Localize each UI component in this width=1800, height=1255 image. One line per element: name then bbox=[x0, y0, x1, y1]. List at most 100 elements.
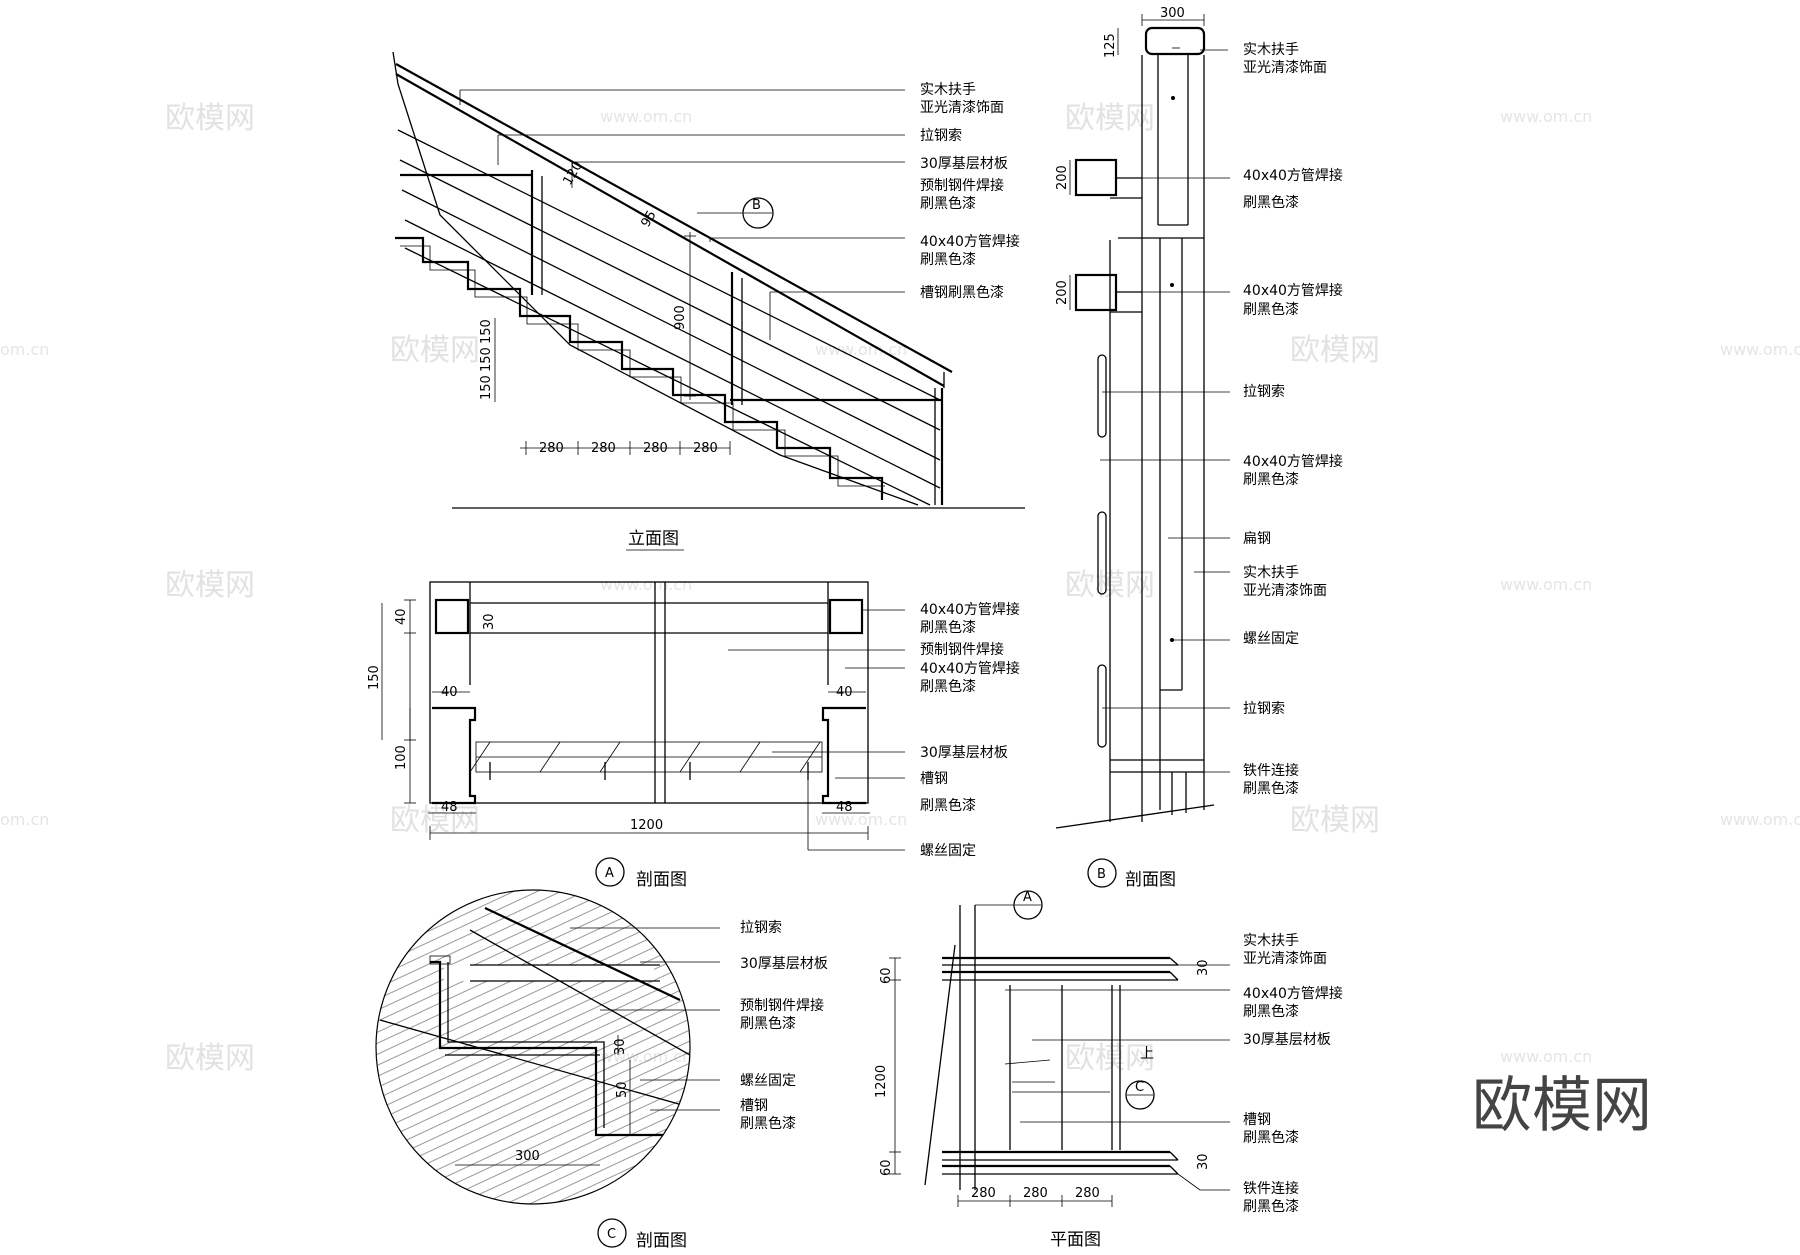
secB-label-paint: 刷黑色漆 bbox=[1243, 301, 1299, 318]
elev-label-handrail: 实木扶手 bbox=[920, 82, 976, 98]
plan-label-tube: 40x40方管焊接 bbox=[1243, 985, 1343, 1002]
dim-text: 280 bbox=[1075, 1186, 1100, 1201]
plan-label-paint: 刷黑色漆 bbox=[1243, 1198, 1299, 1215]
dim-text: 125 bbox=[1103, 33, 1118, 58]
secB-label-paint: 刷黑色漆 bbox=[1243, 471, 1299, 488]
secB-label-iron: 铁件连接 bbox=[1243, 762, 1299, 779]
secA-label-board: 30厚基层材板 bbox=[920, 744, 1008, 761]
dim-text: 95 bbox=[638, 208, 659, 230]
secA-label-precast: 预制钢件焊接 bbox=[920, 641, 1004, 658]
dim-text: 48 bbox=[836, 800, 853, 815]
elev-label-cable: 拉钢索 bbox=[920, 127, 962, 144]
plan-label-finish: 亚光清漆饰面 bbox=[1243, 951, 1327, 967]
dim-text: 30 bbox=[482, 613, 497, 630]
section-a-drawing: 40 30 150 100 40 40 48 48 1200 40x40方管焊接… bbox=[367, 581, 1020, 890]
dim-text: 50 bbox=[615, 1081, 630, 1098]
secA-label-screw: 螺丝固定 bbox=[920, 843, 976, 859]
secA-label-paint: 刷黑色漆 bbox=[920, 678, 976, 695]
secC-label-screw: 螺丝固定 bbox=[740, 1073, 796, 1089]
elev-label-paint: 刷黑色漆 bbox=[920, 195, 976, 212]
secA-label-tube: 40x40方管焊接 bbox=[920, 601, 1020, 618]
watermark-brand: 欧模网 bbox=[1290, 803, 1380, 838]
dim-text: 1200 bbox=[630, 818, 663, 833]
section-tag: C bbox=[607, 1227, 616, 1242]
secB-label-cable: 拉钢索 bbox=[1243, 700, 1285, 717]
secA-label-channel: 槽钢 bbox=[920, 771, 948, 787]
watermark-brand: 欧模网 bbox=[1290, 333, 1380, 368]
secA-label-tube: 40x40方管焊接 bbox=[920, 660, 1020, 677]
section-b-title: 剖面图 bbox=[1125, 870, 1176, 890]
watermark-url: www.om.cn bbox=[1500, 1047, 1592, 1066]
secA-label-paint: 刷黑色漆 bbox=[920, 797, 976, 814]
dim-text: 280 bbox=[643, 441, 668, 456]
dim-text: 150 bbox=[367, 665, 382, 690]
secC-label-paint: 刷黑色漆 bbox=[740, 1015, 796, 1032]
secB-label-flatsteel: 扁钢 bbox=[1243, 531, 1271, 547]
watermark-url: www.om.cn bbox=[815, 340, 907, 359]
section-tag: A bbox=[605, 866, 614, 881]
secB-label-paint: 刷黑色漆 bbox=[1243, 194, 1299, 211]
dim-text: 280 bbox=[539, 441, 564, 456]
secC-label-board: 30厚基层材板 bbox=[740, 955, 828, 972]
dim-text: 300 bbox=[515, 1149, 540, 1164]
plan-label-board: 30厚基层材板 bbox=[1243, 1031, 1331, 1048]
watermark-url: www.om.cn bbox=[815, 810, 907, 829]
section-tag: A bbox=[1023, 890, 1032, 905]
elevation-title: 立面图 bbox=[628, 529, 679, 549]
watermark-brand: 欧模网 bbox=[390, 333, 480, 368]
dim-text: 60 bbox=[879, 1159, 894, 1176]
secB-label-paint: 刷黑色漆 bbox=[1243, 780, 1299, 797]
secC-label-paint: 刷黑色漆 bbox=[740, 1115, 796, 1132]
dim-text: 48 bbox=[441, 800, 458, 815]
elev-label-paint: 刷黑色漆 bbox=[920, 251, 976, 268]
dim-text: 60 bbox=[879, 967, 894, 984]
watermark-url: om.cn bbox=[0, 810, 49, 829]
watermark-brand: 欧模网 bbox=[390, 803, 480, 838]
watermark-url: www.om.cn bbox=[600, 107, 692, 126]
dim-text: 40 bbox=[394, 608, 409, 625]
watermark-brand: 欧模网 bbox=[165, 568, 255, 603]
plan-label-iron: 铁件连接 bbox=[1243, 1180, 1299, 1197]
secA-label-paint: 刷黑色漆 bbox=[920, 619, 976, 636]
brand-logo: 欧模网 bbox=[1472, 1071, 1652, 1141]
dim-text: 300 bbox=[1160, 6, 1185, 21]
plan-label-handrail: 实木扶手 bbox=[1243, 933, 1299, 949]
dim-text: 1200 bbox=[874, 1065, 889, 1098]
dim-text: 280 bbox=[971, 1186, 996, 1201]
elev-label-finish: 亚光清漆饰面 bbox=[920, 100, 1004, 116]
secB-label-tube: 40x40方管焊接 bbox=[1243, 167, 1343, 184]
dim-text: 200 bbox=[1055, 165, 1070, 190]
dim-text: 280 bbox=[693, 441, 718, 456]
elev-label-precast: 预制钢件焊接 bbox=[920, 177, 1004, 194]
secC-label-precast: 预制钢件焊接 bbox=[740, 997, 824, 1014]
plan-label-paint: 刷黑色漆 bbox=[1243, 1129, 1299, 1146]
watermark-url: www.om.cn bbox=[600, 575, 692, 594]
secB-label-handrail: 实木扶手 bbox=[1243, 42, 1299, 58]
section-c-title: 剖面图 bbox=[636, 1231, 687, 1251]
secC-label-channel: 槽钢 bbox=[740, 1098, 768, 1114]
dim-text: 200 bbox=[1055, 280, 1070, 305]
elevation-drawing: 280 280 280 280 150 150 150 900 120 95 B bbox=[392, 51, 1025, 551]
secB-label-finish: 亚光清漆饰面 bbox=[1243, 60, 1327, 76]
dim-text: 40 bbox=[836, 685, 853, 700]
plan-label-paint: 刷黑色漆 bbox=[1243, 1003, 1299, 1020]
dim-text: 280 bbox=[1023, 1186, 1048, 1201]
secB-label-cable: 拉钢索 bbox=[1243, 383, 1285, 400]
plan-title: 平面图 bbox=[1050, 1230, 1101, 1250]
elev-label-board: 30厚基层材板 bbox=[920, 155, 1008, 172]
watermark-url: www.om.cn bbox=[1500, 107, 1592, 126]
dim-text: 40 bbox=[441, 685, 458, 700]
dim-text: 280 bbox=[591, 441, 616, 456]
watermark-url: www.om.cn bbox=[1500, 575, 1592, 594]
secC-label-cable: 拉钢索 bbox=[740, 919, 782, 936]
plan-up-arrow-text: 上 bbox=[1140, 1046, 1154, 1062]
secB-label-handrail: 实木扶手 bbox=[1243, 565, 1299, 581]
watermark-url: om.cn bbox=[0, 340, 49, 359]
section-a-title: 剖面图 bbox=[636, 870, 687, 890]
dim-text: 30 bbox=[1196, 1153, 1211, 1170]
watermark-url: www.om.cn bbox=[1720, 340, 1800, 359]
section-tag: B bbox=[1097, 867, 1106, 882]
dim-text: 30 bbox=[613, 1038, 628, 1055]
dim-text: 150 bbox=[479, 347, 494, 372]
